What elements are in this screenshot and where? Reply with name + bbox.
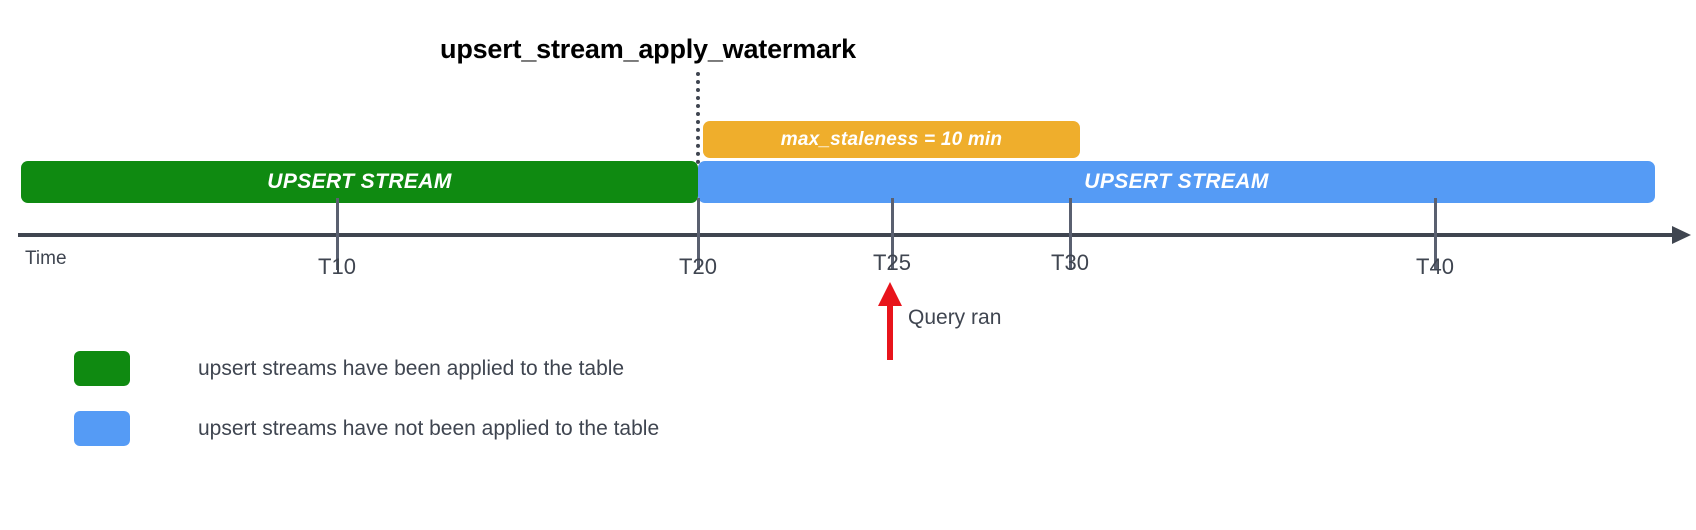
legend-item-label: upsert streams have not been applied to … [198,416,660,440]
query-ran-label: Query ran [908,306,1002,329]
legend-item-label: upsert streams have been applied to the … [198,356,625,380]
time-axis-line [18,233,1680,237]
upsert-stream-not-applied-label: UPSERT STREAM [1084,170,1269,193]
query-ran-arrow-icon [878,282,902,306]
time-axis-arrow-icon [1672,226,1691,244]
watermark-dotted-line [696,72,700,172]
axis-tick-t25 [891,198,894,270]
legend-color-swatch [74,351,130,386]
upsert-stream-applied-bar: UPSERT STREAM [21,161,698,203]
axis-tick-label-t25: T25 [873,250,911,275]
max-staleness-label: max_staleness = 10 min [780,128,1003,150]
legend-item: upsert streams have not been applied to … [74,411,659,446]
axis-tick-label-t20: T20 [679,254,717,279]
axis-tick-t20 [697,198,700,270]
query-ran-arrow-shaft [887,302,893,360]
axis-tick-t10 [336,198,339,270]
page-title: upsert_stream_apply_watermark [440,34,856,64]
axis-tick-t30 [1069,198,1072,270]
upsert-stream-applied-label: UPSERT STREAM [267,170,452,193]
axis-tick-label-t30: T30 [1051,250,1089,275]
legend-color-swatch [74,411,130,446]
axis-tick-label-t40: T40 [1416,254,1454,279]
axis-tick-t40 [1434,198,1437,270]
legend-item: upsert streams have been applied to the … [74,351,624,386]
upsert-stream-not-applied-bar: UPSERT STREAM [698,161,1655,203]
max-staleness-bar: max_staleness = 10 min [703,121,1080,158]
axis-tick-label-t10: T10 [318,254,356,279]
time-axis-label: Time [25,248,67,269]
